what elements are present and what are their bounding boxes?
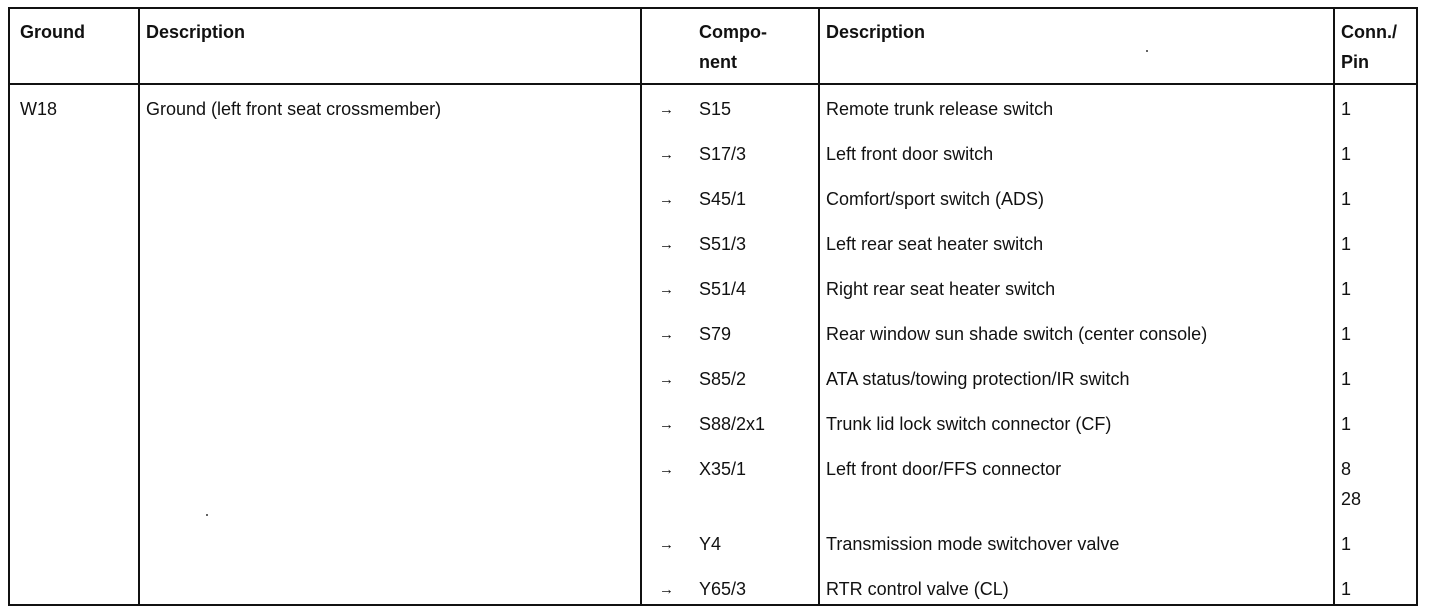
row-arrow-icon: → — [659, 416, 674, 433]
header-ground: Ground — [20, 22, 85, 42]
row-component-id: X35/1 — [699, 459, 747, 479]
row-pin: 1 — [1341, 579, 1352, 599]
row-component-description: Comfort/sport switch (ADS) — [826, 189, 1045, 209]
row-component-id: Y65/3 — [699, 579, 747, 599]
header-description: Description — [146, 22, 246, 42]
row-component-id: Y4 — [699, 534, 722, 554]
row-pin: 1 — [1341, 234, 1352, 254]
header-component-line1: Compo- — [699, 22, 767, 42]
row-component-id: S51/4 — [699, 279, 747, 299]
row-pin: 1 — [1341, 279, 1352, 299]
row-pin: 1 — [1341, 534, 1352, 554]
row-arrow-icon: → — [659, 326, 674, 343]
row-component-description: Left front door/FFS connector — [826, 459, 1062, 479]
row-pin: 1 — [1341, 324, 1352, 344]
column-divider — [1333, 9, 1335, 604]
row-arrow-icon: → — [659, 371, 674, 388]
row-component-description: RTR control valve (CL) — [826, 579, 1009, 599]
row-pin: 8 — [1341, 459, 1352, 479]
row-arrow-icon: → — [659, 461, 674, 478]
row-pin: 1 — [1341, 189, 1352, 209]
row-arrow-icon: → — [659, 236, 674, 253]
ground-connection-table: Ground Description Compo- nent Descripti… — [8, 7, 1418, 606]
header-conn-pin-line1: Conn./ — [1341, 22, 1397, 42]
row-pin: 28 — [1341, 489, 1362, 509]
row-component-id: S45/1 — [699, 189, 747, 209]
column-divider — [818, 9, 820, 604]
row-pin: 1 — [1341, 144, 1352, 164]
row-component-id: S51/3 — [699, 234, 747, 254]
row-arrow-icon: → — [659, 146, 674, 163]
row-arrow-icon: → — [659, 281, 674, 298]
header-conn-pin-line2: Pin — [1341, 52, 1370, 72]
row-arrow-icon: → — [659, 191, 674, 208]
ground-id: W18 — [20, 99, 58, 119]
row-component-id: S15 — [699, 99, 732, 119]
row-pin: 1 — [1341, 414, 1352, 434]
row-pin: 1 — [1341, 99, 1352, 119]
scan-speck — [1146, 50, 1148, 52]
row-pin: 1 — [1341, 369, 1352, 389]
row-component-id: S17/3 — [699, 144, 747, 164]
row-component-description: Trunk lid lock switch connector (CF) — [826, 414, 1112, 434]
column-divider — [138, 9, 140, 604]
row-arrow-icon: → — [659, 581, 674, 598]
scan-speck — [206, 514, 208, 516]
row-component-description: ATA status/towing protection/IR switch — [826, 369, 1130, 389]
header-divider — [10, 83, 1416, 85]
column-divider — [640, 9, 642, 604]
row-component-id: S79 — [699, 324, 732, 344]
row-component-description: Right rear seat heater switch — [826, 279, 1056, 299]
header-component-line2: nent — [699, 52, 737, 72]
row-component-description: Transmission mode switchover valve — [826, 534, 1120, 554]
row-component-id: S88/2x1 — [699, 414, 766, 434]
ground-description: Ground (left front seat crossmember) — [146, 99, 442, 119]
row-component-id: S85/2 — [699, 369, 747, 389]
row-arrow-icon: → — [659, 536, 674, 553]
row-component-description: Rear window sun shade switch (center con… — [826, 324, 1208, 344]
row-component-description: Remote trunk release switch — [826, 99, 1054, 119]
row-component-description: Left front door switch — [826, 144, 994, 164]
row-component-description: Left rear seat heater switch — [826, 234, 1044, 254]
row-arrow-icon: → — [659, 101, 674, 118]
header-component-description: Description — [826, 22, 926, 42]
